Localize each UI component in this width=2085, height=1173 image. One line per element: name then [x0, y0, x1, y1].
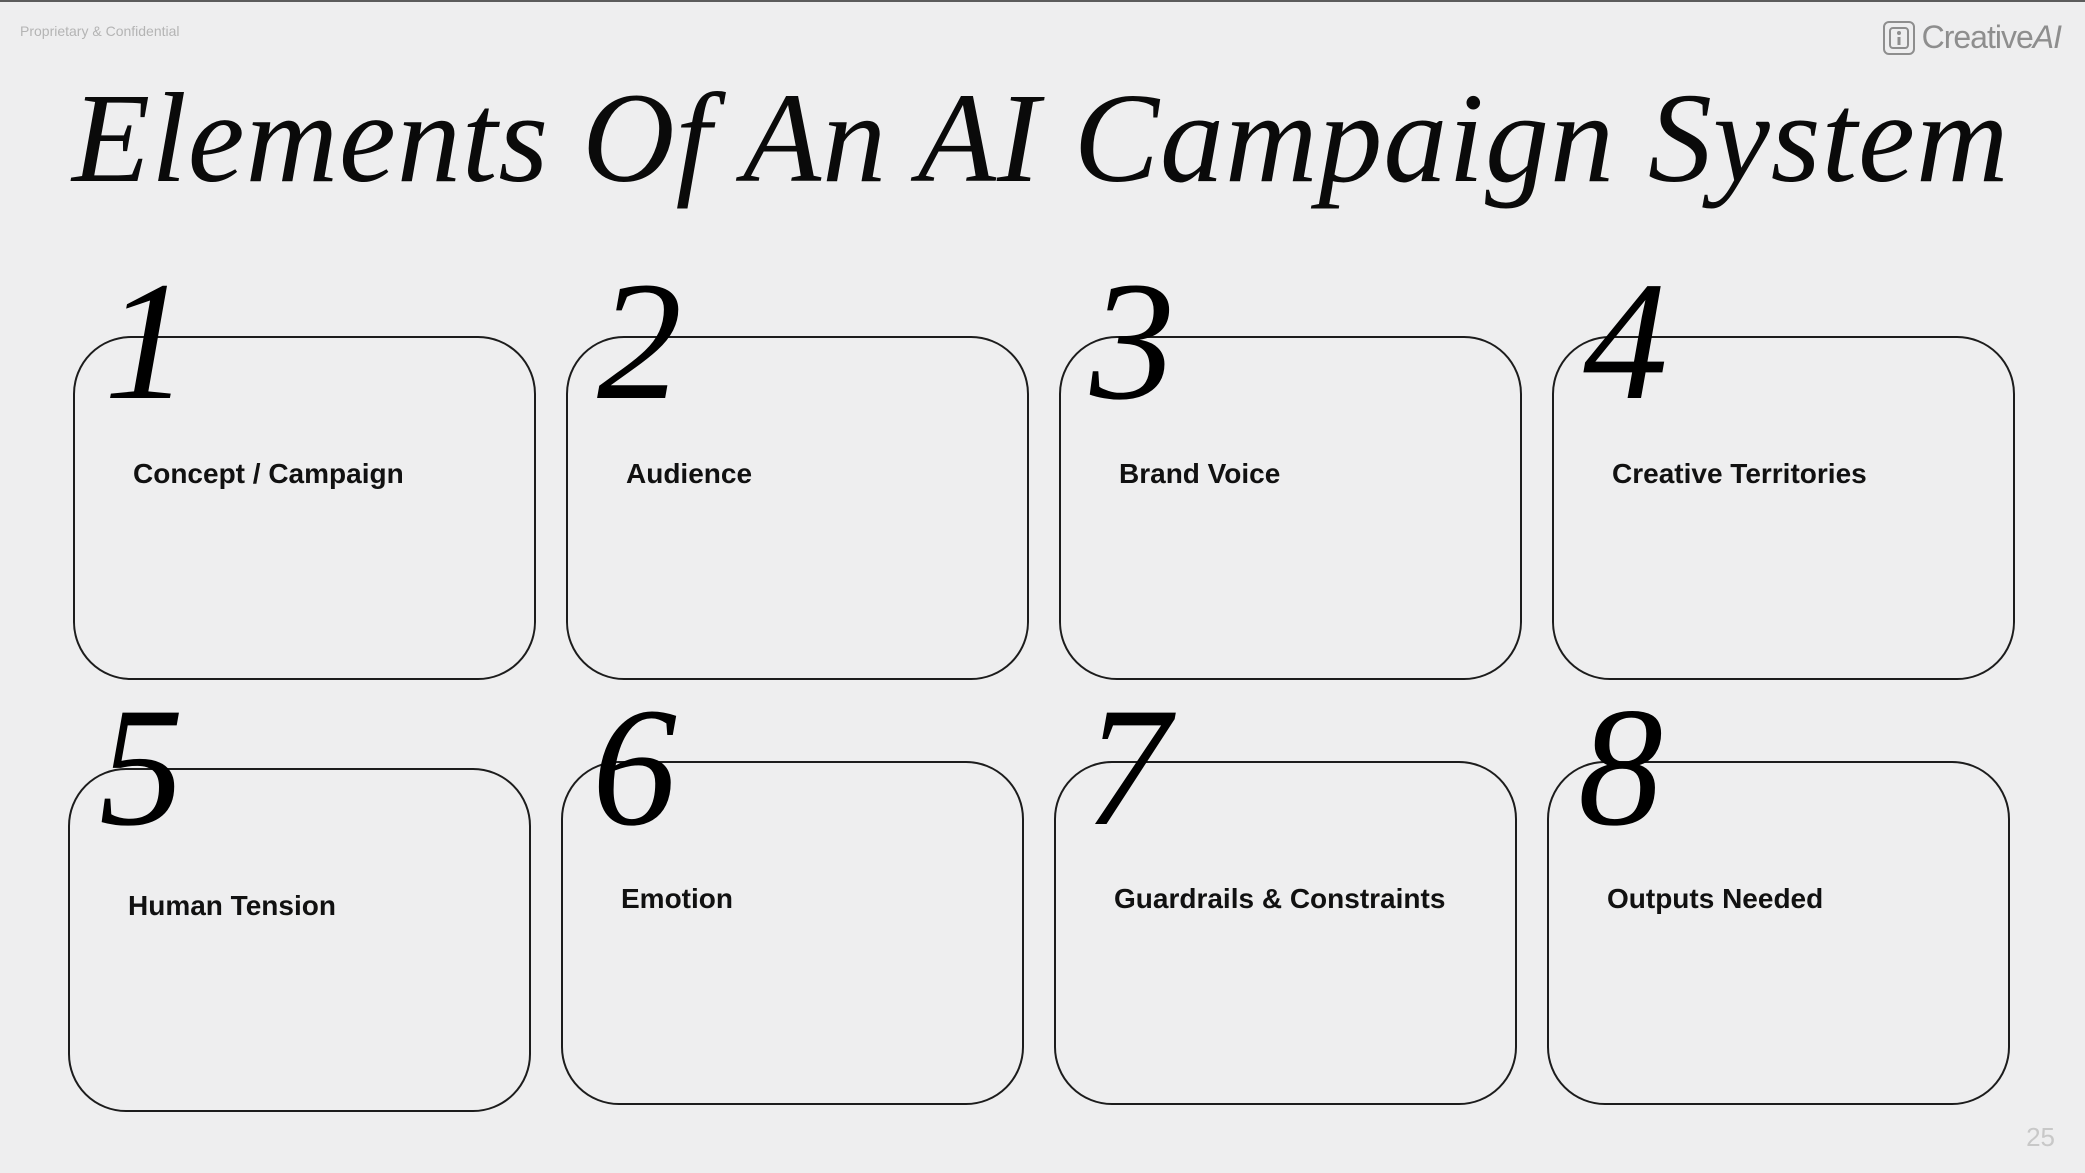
card-number-5: 5 — [99, 673, 184, 861]
card-outputs-needed: Outputs Needed — [1547, 761, 2010, 1105]
card-creative-territories: Creative Territories — [1552, 336, 2015, 680]
slide-page-number: 25 — [2026, 1122, 2055, 1152]
card-number-8: 8 — [1578, 673, 1663, 861]
card-brand-voice: Brand Voice — [1059, 336, 1522, 680]
top-border-line — [0, 0, 2085, 2]
card-guardrails-constraints: Guardrails & Constraints — [1054, 761, 1517, 1105]
card-label: Creative Territories — [1612, 458, 1867, 489]
card-human-tension: Human Tension — [68, 768, 531, 1112]
card-concept-campaign: Concept / Campaign — [73, 336, 536, 680]
brand-logo: CreativeAI — [1882, 18, 2062, 56]
card-number-3: 3 — [1090, 247, 1175, 435]
card-label: Concept / Campaign — [133, 458, 404, 489]
card-emotion: Emotion — [561, 761, 1024, 1105]
brand-name-main: Creative — [1921, 18, 2034, 55]
card-label: Brand Voice — [1119, 458, 1281, 489]
card-label: Audience — [626, 458, 753, 489]
card-label: Outputs Needed — [1607, 883, 1824, 914]
confidential-notice: Proprietary & Confidential — [20, 23, 180, 39]
card-number-4: 4 — [1583, 247, 1668, 435]
card-audience: Audience — [566, 336, 1029, 680]
page-title: Elements Of An AI Campaign System — [72, 67, 2010, 209]
brand-name-ai: AI — [2032, 18, 2062, 55]
card-number-7: 7 — [1085, 673, 1170, 861]
card-label: Guardrails & Constraints — [1114, 883, 1446, 914]
card-label: Emotion — [621, 883, 733, 914]
card-label: Human Tension — [128, 890, 336, 921]
card-number-1: 1 — [104, 247, 189, 435]
brand-name: CreativeAI — [1921, 18, 2062, 56]
card-number-6: 6 — [592, 673, 677, 861]
creative-ai-logo-icon — [1882, 21, 1915, 55]
card-number-2: 2 — [597, 247, 682, 435]
